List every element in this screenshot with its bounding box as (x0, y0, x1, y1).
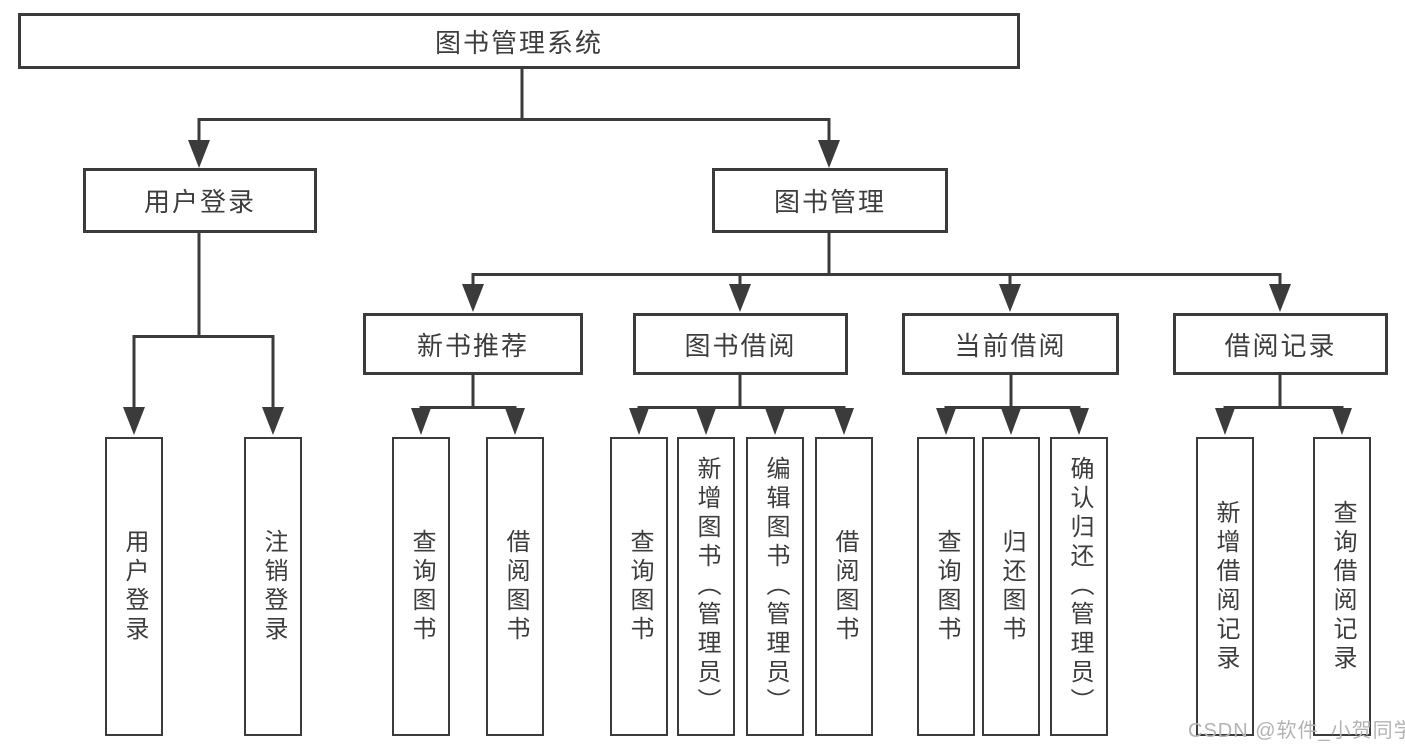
leaf-borrow-books-recommend: 借阅图书 (486, 437, 544, 736)
arrow-icon (1332, 408, 1352, 435)
leaf-add-books-admin: 新增图书（管理员） (677, 437, 735, 736)
connector-mgmt-split (471, 232, 1282, 287)
arrow-icon (1001, 408, 1021, 435)
node-library-management-system: 图书管理系统 (18, 13, 1020, 69)
arrow-icon (188, 140, 210, 168)
arrowheads (123, 140, 1352, 435)
leaf-query-books-current: 查询图书 (917, 437, 975, 736)
leaf-add-borrow-record: 新增借阅记录 (1196, 437, 1254, 736)
leaf-label: 查询借阅记录 (1329, 499, 1356, 674)
leaf-return-books: 归还图书 (982, 437, 1040, 736)
node-label: 图书借阅 (684, 330, 797, 361)
connector-root-split (197, 68, 831, 142)
arrow-icon (462, 284, 484, 312)
leaf-edit-books-admin: 编辑图书（管理员） (746, 437, 804, 736)
arrow-icon (629, 408, 649, 435)
arrow-icon (696, 408, 716, 435)
leaf-label: 借阅图书 (502, 528, 529, 645)
node-book-management-branch: 图书管理 (712, 168, 948, 233)
node-book-borrowing: 图书借阅 (633, 313, 848, 375)
node-label: 借阅记录 (1224, 330, 1337, 361)
node-label: 新书推荐 (416, 330, 529, 361)
arrow-icon (1215, 408, 1235, 435)
arrow-icon (999, 284, 1021, 312)
leaf-label: 查询图书 (408, 528, 435, 645)
leaf-label: 编辑图书（管理员） (762, 456, 789, 717)
arrow-icon (936, 408, 956, 435)
arrow-icon (729, 284, 751, 312)
arrow-icon (411, 408, 431, 435)
leaf-label: 新增图书（管理员） (693, 456, 720, 717)
node-label: 用户登录 (143, 187, 256, 217)
leaf-query-books-borrowing: 查询图书 (610, 437, 668, 736)
connector-login-split (132, 233, 275, 410)
node-label: 当前借阅 (954, 330, 1067, 361)
leaf-borrow-books: 借阅图书 (815, 437, 873, 736)
node-current-borrowing: 当前借阅 (902, 313, 1119, 375)
leaf-label: 查询图书 (933, 528, 960, 645)
leaf-logout: 注销登录 (244, 437, 302, 736)
leaf-query-borrow-record: 查询借阅记录 (1313, 437, 1371, 736)
csdn-watermark: CSDN @软件_小贺同学 (1188, 720, 1405, 742)
node-label: 图书管理系统 (434, 27, 603, 58)
connector-g3-split (944, 375, 1081, 409)
arrow-icon (834, 408, 854, 435)
connector-g1-split (419, 375, 517, 409)
node-new-book-recommendation: 新书推荐 (363, 313, 583, 375)
arrow-icon (765, 408, 785, 435)
node-label: 图书管理 (773, 187, 886, 217)
arrow-icon (1269, 284, 1291, 312)
arrow-icon (505, 408, 525, 435)
arrow-icon (1069, 408, 1089, 435)
leaf-label: 确认归还（管理员） (1066, 456, 1093, 717)
leaf-label: 归还图书 (998, 528, 1025, 645)
leaf-query-books-recommend: 查询图书 (392, 437, 450, 736)
leaf-label: 用户登录 (121, 528, 148, 645)
leaf-label: 新增借阅记录 (1212, 499, 1239, 674)
arrow-icon (262, 407, 284, 435)
connector-g4-split (1223, 375, 1344, 409)
leaf-label: 借阅图书 (831, 528, 858, 645)
arrow-icon (818, 140, 840, 168)
connector-g2-split (637, 375, 846, 409)
node-user-login-branch: 用户登录 (83, 168, 317, 233)
leaf-confirm-return-admin: 确认归还（管理员） (1050, 437, 1108, 736)
arrow-icon (123, 407, 145, 435)
leaf-label: 查询图书 (626, 528, 653, 645)
leaf-label: 注销登录 (260, 528, 287, 645)
leaf-user-login: 用户登录 (105, 437, 163, 736)
node-borrowing-records: 借阅记录 (1173, 313, 1388, 375)
